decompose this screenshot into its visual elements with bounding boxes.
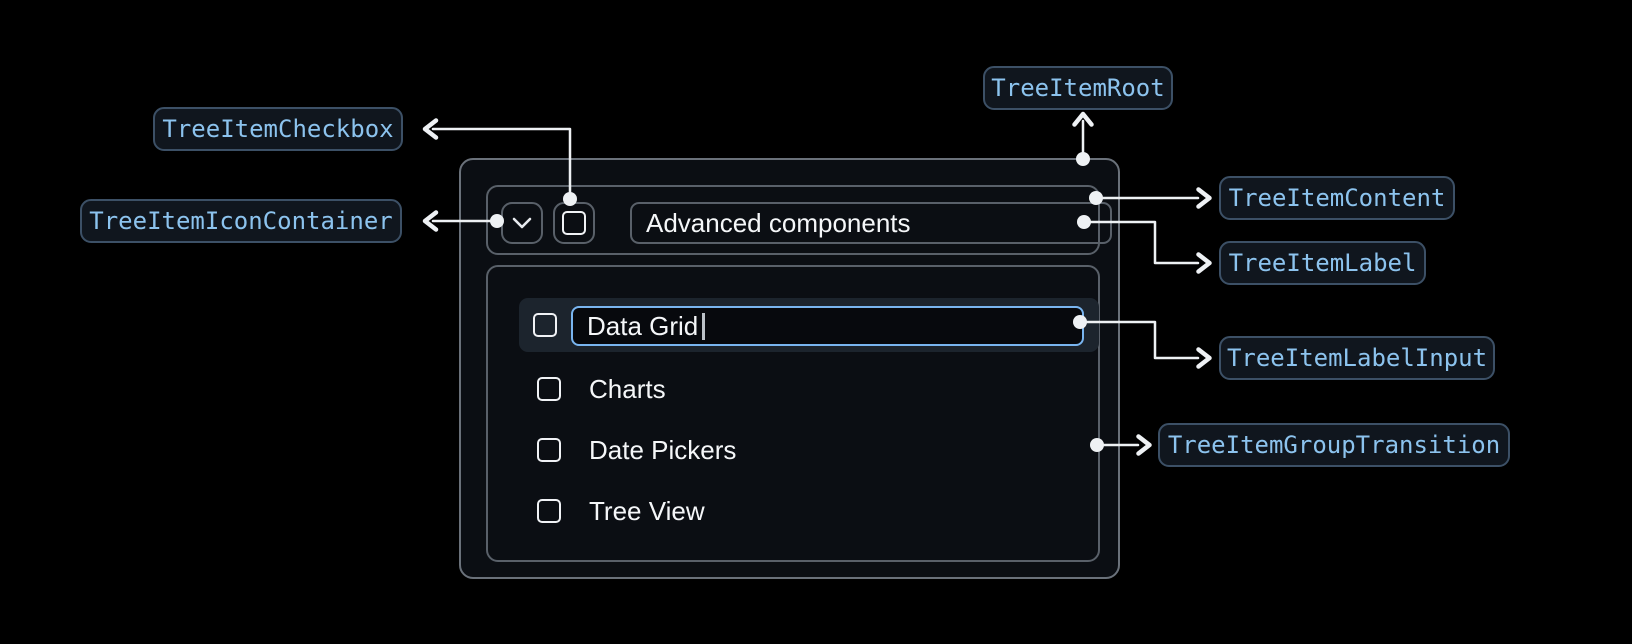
checkbox-unchecked-icon[interactable] bbox=[537, 438, 561, 462]
tree-item-label: Advanced components bbox=[630, 202, 1112, 244]
checkbox-unchecked-icon[interactable] bbox=[533, 313, 557, 337]
annotation-tree-item-label-input: TreeItemLabelInput bbox=[1219, 336, 1495, 380]
arrow-left-icon bbox=[425, 213, 436, 230]
arrow-left-icon bbox=[425, 121, 436, 138]
tree-item-label-text: Date Pickers bbox=[589, 434, 737, 465]
tree-item-row-editing[interactable]: Data Grid bbox=[519, 298, 1099, 352]
tree-item-content[interactable]: Advanced components bbox=[486, 185, 1112, 255]
tree-item-root[interactable]: Advanced components Data Grid Charts Dat… bbox=[459, 158, 1120, 579]
tree-item-row[interactable]: Charts bbox=[537, 374, 666, 404]
checkbox-unchecked-icon[interactable] bbox=[537, 377, 561, 401]
checkbox-unchecked-icon[interactable] bbox=[537, 499, 561, 523]
annotation-tree-item-group-transition: TreeItemGroupTransition bbox=[1158, 423, 1510, 467]
tree-item-row[interactable]: Date Pickers bbox=[537, 435, 736, 465]
tree-item-group-transition: Data Grid Charts Date Pickers Tree View bbox=[486, 265, 1100, 562]
annotation-tree-item-icon-container: TreeItemIconContainer bbox=[80, 199, 402, 243]
checkbox-unchecked-icon[interactable] bbox=[562, 211, 586, 235]
annotation-tree-item-content: TreeItemContent bbox=[1219, 176, 1455, 220]
text-caret bbox=[702, 312, 706, 340]
tree-item-row[interactable]: Tree View bbox=[537, 496, 705, 526]
arrow-right-icon bbox=[1199, 350, 1210, 367]
tree-item-label-input[interactable]: Data Grid bbox=[571, 306, 1084, 346]
label-input-value: Data Grid bbox=[587, 310, 699, 341]
tree-item-label-text: Charts bbox=[589, 373, 666, 404]
arrow-right-icon bbox=[1199, 190, 1210, 207]
tree-item-checkbox-container[interactable] bbox=[553, 202, 595, 244]
annotation-tree-item-label: TreeItemLabel bbox=[1219, 241, 1426, 285]
arrow-right-icon bbox=[1199, 255, 1210, 272]
annotation-tree-item-checkbox: TreeItemCheckbox bbox=[153, 107, 403, 151]
annotation-tree-item-root: TreeItemRoot bbox=[983, 66, 1173, 110]
chevron-down-icon bbox=[512, 217, 532, 229]
arrow-right-icon bbox=[1139, 437, 1150, 454]
tree-item-icon-container[interactable] bbox=[501, 202, 543, 244]
tree-item-label-text: Tree View bbox=[589, 495, 705, 526]
tree-item-label-text: Advanced components bbox=[646, 207, 911, 238]
arrow-up-icon bbox=[1075, 114, 1092, 125]
